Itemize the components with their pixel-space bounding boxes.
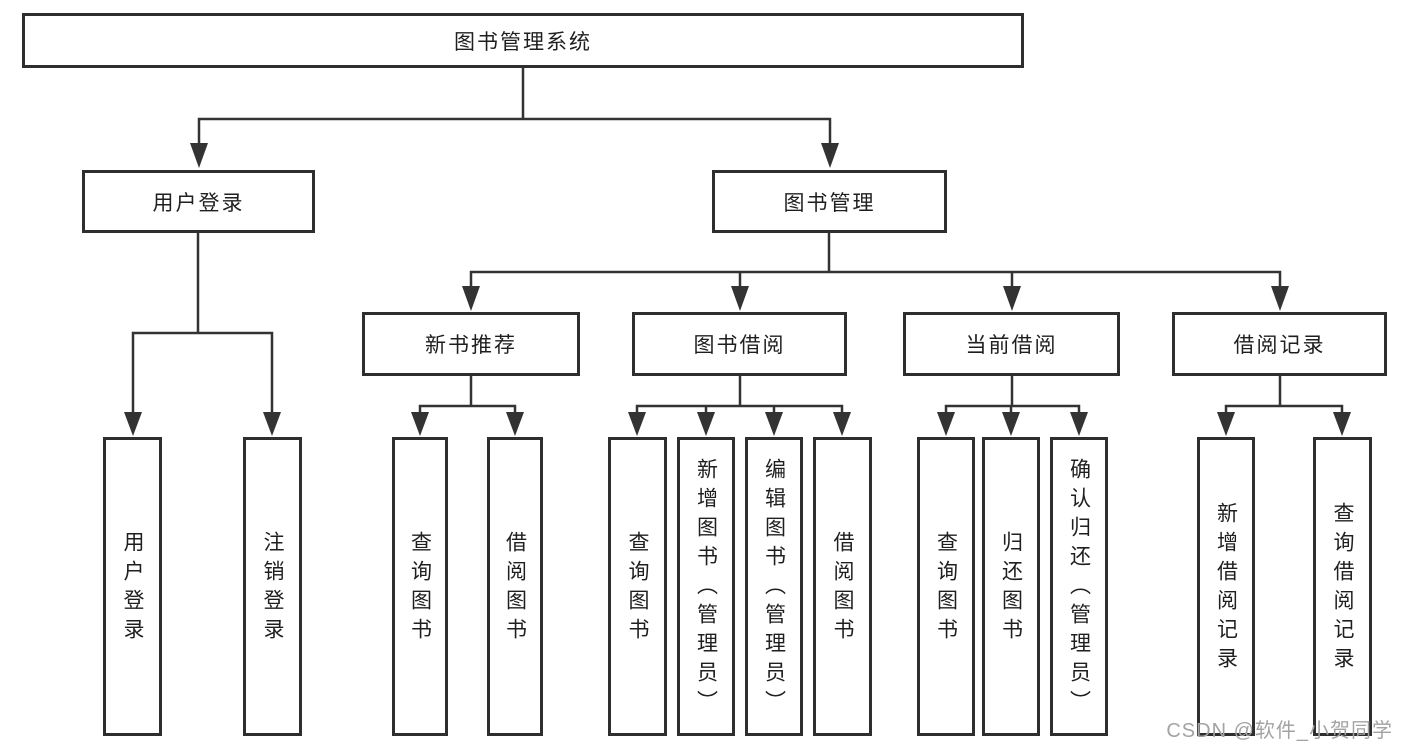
arrow-leaf-query-3 [937, 412, 955, 436]
edge-current-split [944, 376, 1081, 412]
leaf-user-login: 用户登录 [103, 437, 162, 736]
leaf-query-borrow-record: 查询借阅记录 [1313, 437, 1372, 736]
leaf-return-books: 归还图书 [982, 437, 1040, 736]
arrow-user-login [190, 143, 208, 168]
leaf-borrow-books-1: 借阅图书 [487, 437, 543, 736]
edge-root-split [197, 117, 832, 144]
leaf-confirm-return-admin: 确认归还（管理员） [1050, 437, 1108, 736]
node-new-book-recommend: 新书推荐 [362, 312, 580, 376]
leaf-add-borrow-record: 新增借阅记录 [1197, 437, 1255, 736]
node-user-login: 用户登录 [82, 170, 315, 233]
arrow-leaf-add-record [1217, 412, 1235, 436]
leaf-add-book-admin: 新增图书（管理员） [677, 437, 735, 736]
arrow-leaf-add-book [697, 412, 715, 436]
arrow-leaf-query-1 [411, 412, 429, 436]
node-library-system: 图书管理系统 [22, 13, 1024, 68]
arrow-leaf-borrow-2 [833, 412, 851, 436]
edge-records-split [1224, 376, 1344, 412]
arrow-leaf-edit-book [765, 412, 783, 436]
leaf-query-books-3: 查询图书 [917, 437, 975, 736]
arrow-book-borrow [731, 286, 749, 311]
edge-user-split [131, 331, 274, 412]
leaf-edit-book-admin: 编辑图书（管理员） [745, 437, 803, 736]
arrow-current-borrow [1003, 286, 1021, 311]
arrow-book-mgmt [821, 143, 839, 168]
watermark: CSDN @软件_小贺同学 [1166, 720, 1393, 742]
arrow-leaf-user-login [124, 412, 142, 436]
arrowheads [124, 143, 1351, 436]
node-book-borrow: 图书借阅 [632, 312, 847, 376]
arrow-leaf-query-record [1333, 412, 1351, 436]
edge-mgmt-split [469, 270, 1282, 286]
edge-newrec-split [418, 376, 517, 412]
node-book-management: 图书管理 [712, 170, 947, 233]
leaf-query-books-2: 查询图书 [608, 437, 667, 736]
node-borrow-records: 借阅记录 [1172, 312, 1387, 376]
arrow-leaf-confirm-return [1070, 412, 1088, 436]
leaf-logout: 注销登录 [243, 437, 302, 736]
arrow-leaf-return [1002, 412, 1020, 436]
node-current-borrow: 当前借阅 [903, 312, 1120, 376]
arrow-leaf-borrow-1 [506, 412, 524, 436]
arrow-leaf-query-2 [628, 412, 646, 436]
arrow-borrow-records [1271, 286, 1289, 311]
edge-borrow-split [635, 376, 844, 412]
leaf-query-books-1: 查询图书 [392, 437, 448, 736]
leaf-borrow-books-2: 借阅图书 [813, 437, 872, 736]
arrow-new-book-rec [462, 286, 480, 311]
arrow-leaf-logout [263, 412, 281, 436]
